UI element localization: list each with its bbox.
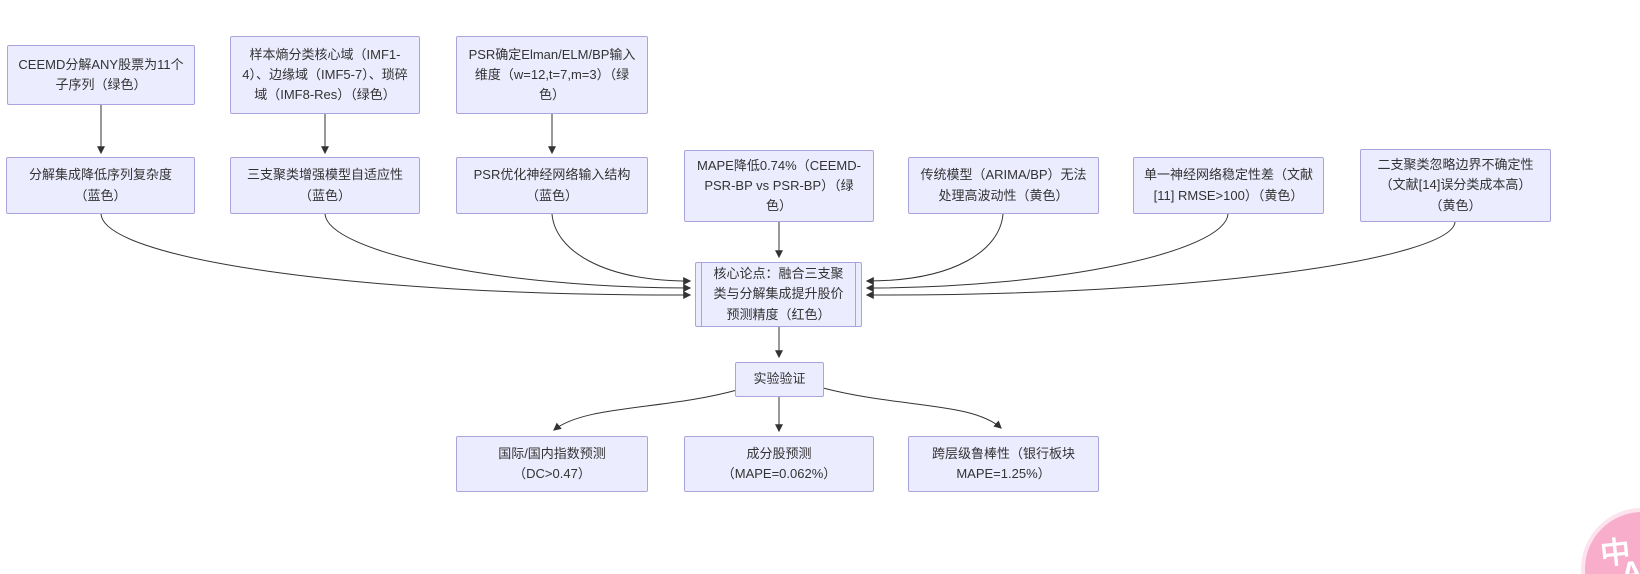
node-label: PSR确定Elman/ELM/BP输入维度（w=12,t=7,m=3）（绿色） xyxy=(468,46,636,103)
node-label: 分解集成降低序列复杂度（蓝色） xyxy=(28,167,172,203)
edge-b5-core xyxy=(865,213,1004,285)
node-decomposition-reduces-complexity: 分解集成降低序列复杂度（蓝色） xyxy=(6,157,195,214)
node-index-prediction: 国际/国内指数预测（DC>0.47） xyxy=(456,436,648,492)
translate-badge-latin-char: A xyxy=(1619,554,1640,574)
edge-b3-core xyxy=(551,213,692,285)
node-psr-input-dimension: PSR确定Elman/ELM/BP输入维度（w=12,t=7,m=3）（绿色） xyxy=(456,36,648,114)
translate-badge[interactable]: 中 A xyxy=(1585,512,1640,574)
node-label: 实验验证 xyxy=(753,371,806,387)
node-label: 国际/国内指数预测（DC>0.47） xyxy=(498,445,606,481)
node-label: 跨层级鲁棒性（银行板块 MAPE=1.25%） xyxy=(931,445,1075,481)
edge-b1-core xyxy=(100,213,692,300)
node-label: 二支聚类忽略边界不确定性（文献[14]误分类成本高）（黄色） xyxy=(1377,157,1534,213)
node-experimental-validation: 实验验证 xyxy=(735,362,824,397)
edge-b7-core xyxy=(865,221,1456,300)
node-label: 三支聚类增强模型自适应性（蓝色） xyxy=(246,167,403,203)
node-ceemd-decomposition: CEEMD分解ANY股票为11个子序列（绿色） xyxy=(7,45,195,105)
node-label: 传统模型（ARIMA/BP）无法处理高波动性（黄色） xyxy=(920,167,1087,203)
node-single-nn-instability: 单一神经网络稳定性差（文献[11] RMSE>100）（黄色） xyxy=(1133,157,1324,214)
edge-exp-c3 xyxy=(822,387,1002,429)
node-sample-entropy-classification: 样本熵分类核心域（IMF1-4）、边缘域（IMF5-7）、琐碎域（IMF8-Re… xyxy=(230,36,420,114)
node-two-way-clustering-limitation: 二支聚类忽略边界不确定性（文献[14]误分类成本高）（黄色） xyxy=(1360,149,1551,222)
node-core-thesis: 核心论点：融合三支聚类与分解集成提升股价预测精度（红色） xyxy=(695,262,862,327)
node-label: CEEMD分解ANY股票为11个子序列（绿色） xyxy=(18,56,184,92)
node-cross-level-robustness: 跨层级鲁棒性（银行板块 MAPE=1.25%） xyxy=(908,436,1099,492)
node-constituent-stock-prediction: 成分股预测（MAPE=0.062%） xyxy=(684,436,874,492)
node-label: MAPE降低0.74%（CEEMD-PSR-BP vs PSR-BP）（绿色） xyxy=(697,157,861,214)
edge-exp-c1 xyxy=(553,389,738,431)
node-label: 成分股预测（MAPE=0.062%） xyxy=(721,445,837,481)
node-label: 核心论点：融合三支聚类与分解集成提升股价预测精度（红色） xyxy=(713,266,844,322)
node-mape-reduction: MAPE降低0.74%（CEEMD-PSR-BP vs PSR-BP）（绿色） xyxy=(684,150,874,222)
node-three-way-clustering-adaptability: 三支聚类增强模型自适应性（蓝色） xyxy=(230,157,420,214)
edge-b2-core xyxy=(324,213,692,292)
node-label: 样本熵分类核心域（IMF1-4）、边缘域（IMF5-7）、琐碎域（IMF8-Re… xyxy=(242,46,408,103)
node-psr-optimizes-input-structure: PSR优化神经网络输入结构（蓝色） xyxy=(456,157,648,214)
node-traditional-model-limitation: 传统模型（ARIMA/BP）无法处理高波动性（黄色） xyxy=(908,157,1099,214)
edge-b6-core xyxy=(865,213,1229,292)
node-label: PSR优化神经网络输入结构（蓝色） xyxy=(473,167,631,203)
node-label: 单一神经网络稳定性差（文献[11] RMSE>100）（黄色） xyxy=(1144,167,1314,203)
